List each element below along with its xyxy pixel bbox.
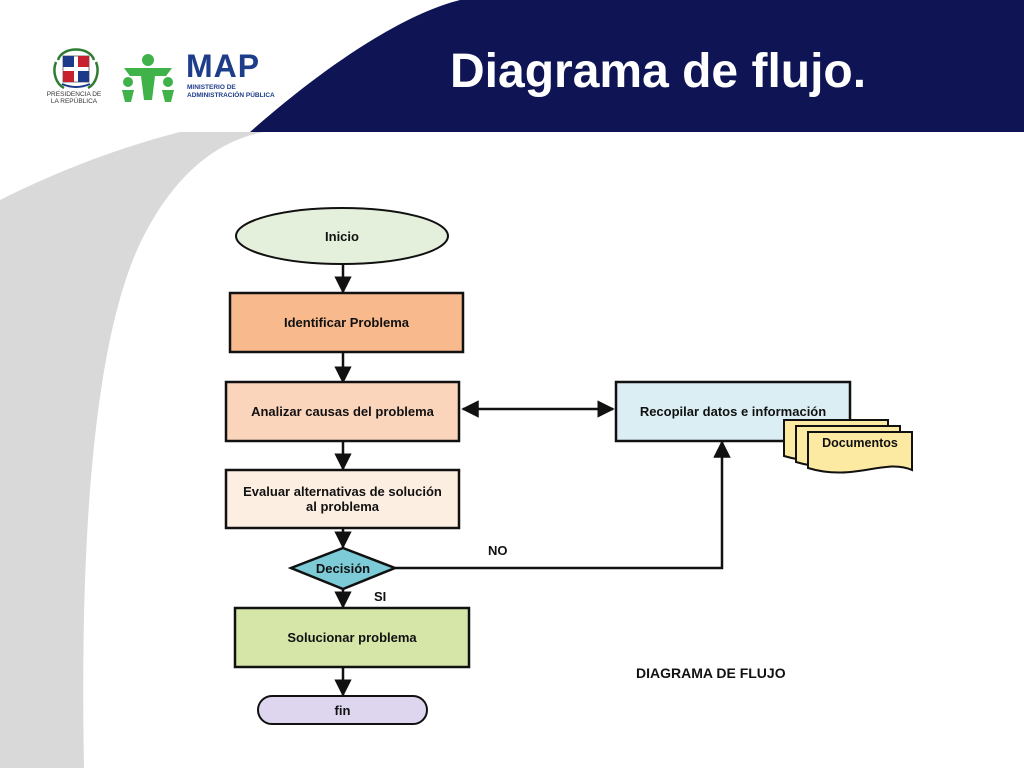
node-solucionar-label: Solucionar problema — [287, 630, 417, 645]
presidencia-coat-of-arms-logo — [53, 48, 99, 90]
header-band — [250, 0, 1024, 132]
node-evaluar-label: Evaluar alternativas de solución al prob… — [243, 484, 442, 514]
edge-label-si: SI — [374, 589, 387, 604]
map-logo-wordmark: MAP — [186, 48, 261, 84]
node-evaluar-shape — [224, 468, 461, 530]
node-identificar-label: Identificar Problema — [284, 315, 409, 330]
node-recopilar-label: Recopilar datos e información — [639, 404, 827, 419]
node-documentos-label: Documentos — [822, 436, 898, 450]
map-logo-subtitle: MINISTERIO DE ADMINISTRACIÓN PÚBLICA — [187, 84, 275, 99]
node-analizar-label: Analizar causas del problema — [251, 404, 434, 419]
node-decision-shape — [287, 546, 399, 591]
node-fin-label: fin — [334, 702, 351, 718]
node-fin-shape — [257, 695, 428, 725]
diagram-caption: DIAGRAMA DE FLUJO — [636, 665, 786, 681]
node-solucionar-shape — [233, 606, 471, 669]
node-decision-label: Decisión — [315, 560, 371, 576]
map-figures-logo — [122, 54, 174, 102]
page-title: Diagrama de flujo. — [450, 45, 867, 98]
node-inicio-label: Inicio — [325, 228, 359, 244]
edge-label-no: NO — [488, 543, 508, 558]
node-inicio-shape — [235, 207, 449, 265]
node-analizar-shape — [224, 380, 461, 443]
presidencia-caption: PRESIDENCIA DE LA REPÚBLICA — [46, 91, 102, 105]
node-documentos-shape — [783, 419, 913, 474]
edge-decision-recopilar — [395, 440, 731, 570]
node-identificar-shape — [228, 291, 465, 354]
